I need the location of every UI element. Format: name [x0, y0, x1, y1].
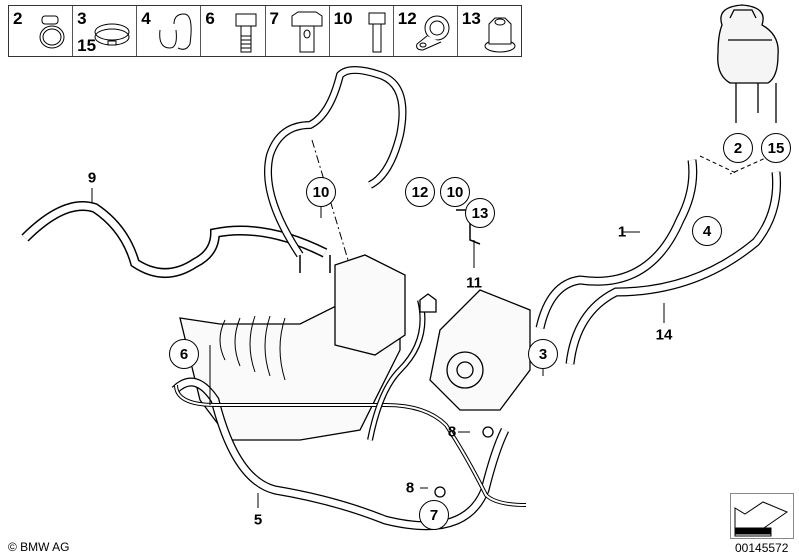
legend-item-2[interactable]: 2	[9, 6, 74, 56]
hose-9	[21, 201, 328, 278]
hex-bolt-icon	[235, 13, 256, 53]
pump	[429, 289, 531, 411]
callout-8: 8	[405, 479, 415, 497]
callout-7: 7	[419, 500, 449, 530]
double-clip-icon	[159, 13, 192, 50]
callout-10: 10	[440, 177, 470, 207]
legend-item-13[interactable]: 13	[458, 6, 521, 56]
banjo-bolt-icon	[291, 11, 323, 53]
pipe-clamp-icon	[416, 15, 450, 51]
flange-nut-icon	[484, 17, 516, 53]
legend-label: 3	[77, 9, 87, 28]
callout-8: 8	[447, 423, 457, 441]
callout-2: 2	[723, 133, 753, 163]
legend-label: 2	[13, 9, 23, 28]
small-bolt-icon	[368, 12, 386, 53]
orientation-arrow-icon	[730, 493, 794, 539]
legend-item-6[interactable]: 6	[201, 6, 266, 56]
callout-13: 13	[465, 198, 495, 228]
callout-10: 10	[306, 177, 336, 207]
hose-14	[565, 171, 782, 365]
callout-12: 12	[405, 177, 435, 207]
legend-label: 15	[77, 36, 97, 55]
callout-9: 9	[87, 169, 97, 187]
clamp-ring-icon	[94, 23, 130, 46]
legend-item-12[interactable]: 12	[394, 6, 458, 56]
legend-label: 6	[205, 9, 215, 28]
copyright: © BMW AG	[8, 540, 70, 554]
legend-label: 7	[269, 9, 279, 28]
legend-label: 12	[397, 9, 417, 28]
callout-6: 6	[169, 339, 199, 369]
callout-5: 5	[253, 511, 263, 529]
callout-15: 15	[761, 133, 791, 163]
hose-1	[535, 159, 698, 330]
reservoir	[717, 4, 779, 123]
legend-item-10[interactable]: 10	[330, 6, 394, 56]
callout-3: 3	[528, 339, 558, 369]
legend-item-4[interactable]: 4	[137, 6, 202, 56]
pressure-line	[264, 66, 407, 258]
hose-clamp-icon	[39, 15, 65, 49]
image-number: 00145572	[735, 541, 789, 555]
callout-1: 1	[617, 223, 627, 241]
callout-4: 4	[692, 216, 722, 246]
legend-label: 10	[333, 9, 353, 28]
legend-item-7[interactable]: 7	[266, 6, 330, 56]
legend-label: 4	[141, 9, 151, 28]
callout-14: 14	[655, 326, 673, 344]
legend-label: 13	[461, 9, 481, 28]
callout-11: 11	[466, 274, 482, 292]
